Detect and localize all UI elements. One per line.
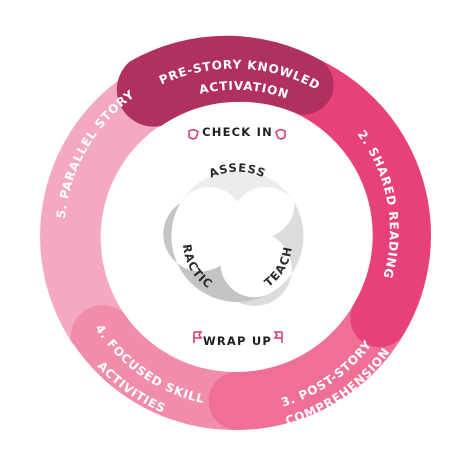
core-segment-assess bbox=[180, 170, 295, 203]
core-segment-teach bbox=[238, 203, 304, 307]
segment-shared-reading bbox=[297, 60, 431, 348]
check-in-label: CHECK IN bbox=[202, 125, 273, 139]
flag-icon bbox=[273, 331, 283, 343]
flag-icon bbox=[193, 331, 203, 343]
core-segment-practice bbox=[163, 203, 271, 303]
outer-ring bbox=[40, 35, 431, 431]
wrap-up-label: WRAP UP bbox=[203, 334, 272, 348]
segment-focused-skill-activities bbox=[70, 304, 238, 431]
hands-icon bbox=[188, 128, 199, 140]
segment-pre-story-knowledge-activation bbox=[116, 35, 334, 127]
segment-parallel-story bbox=[40, 51, 209, 350]
hub-circle bbox=[103, 102, 372, 370]
hub-labels: CHECK IN WRAP UP bbox=[188, 125, 286, 348]
assess-label: ASSESS bbox=[207, 161, 268, 181]
hands-icon bbox=[275, 128, 286, 140]
